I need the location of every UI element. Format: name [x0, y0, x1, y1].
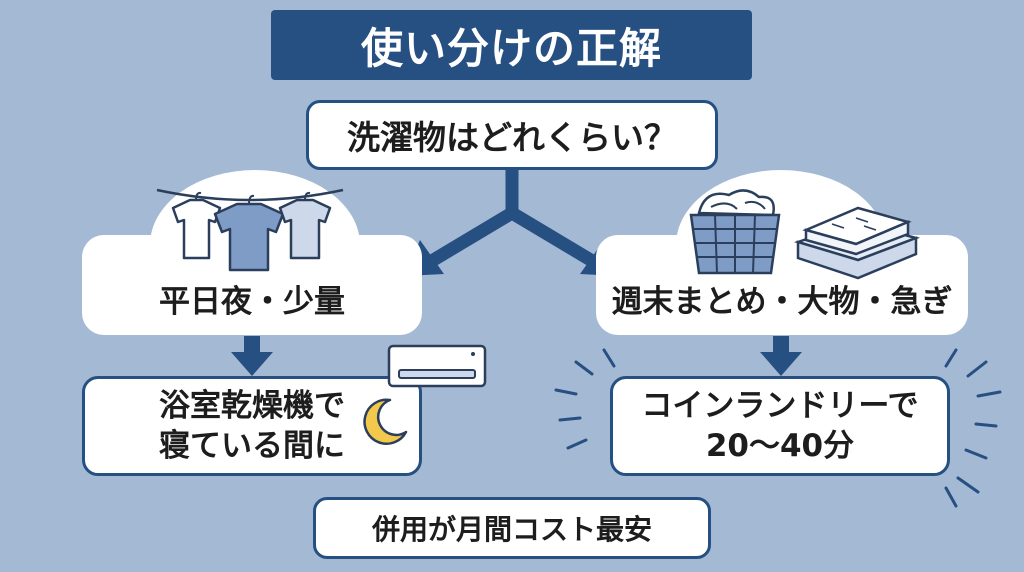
left-result-line1: 浴室乾燥機で [159, 388, 345, 424]
folded-towels-icon [793, 206, 921, 280]
crescent-moon-icon [363, 398, 408, 445]
hanging-shirts-icon [156, 188, 344, 272]
right-result-line2: 20〜40分 [705, 428, 855, 464]
right-result-text: コインランドリーで 20〜40分 [641, 386, 918, 466]
conclusion-text: 併用が月間コスト最安 [371, 513, 652, 546]
left-branch-label: 平日夜・少量 [159, 284, 345, 320]
down-arrow-left [231, 352, 273, 376]
page-title: 使い分けの正解 [271, 10, 752, 80]
question-box: 洗濯物はどれくらい？ [306, 100, 718, 170]
conclusion-box: 併用が月間コスト最安 [313, 497, 711, 559]
left-result-line2: 寝ている間に [159, 428, 345, 464]
right-result-box: コインランドリーで 20〜40分 [610, 376, 950, 476]
air-conditioner-icon [387, 344, 487, 388]
question-text: 洗濯物はどれくらい？ [347, 118, 677, 157]
laundry-basket-icon [689, 189, 781, 275]
right-result-line1: コインランドリーで [641, 388, 919, 424]
right-branch-label: 週末まとめ・大物・急ぎ [611, 284, 953, 320]
down-arrow-right [760, 352, 802, 376]
left-result-text: 浴室乾燥機で 寝ている間に [159, 386, 345, 466]
